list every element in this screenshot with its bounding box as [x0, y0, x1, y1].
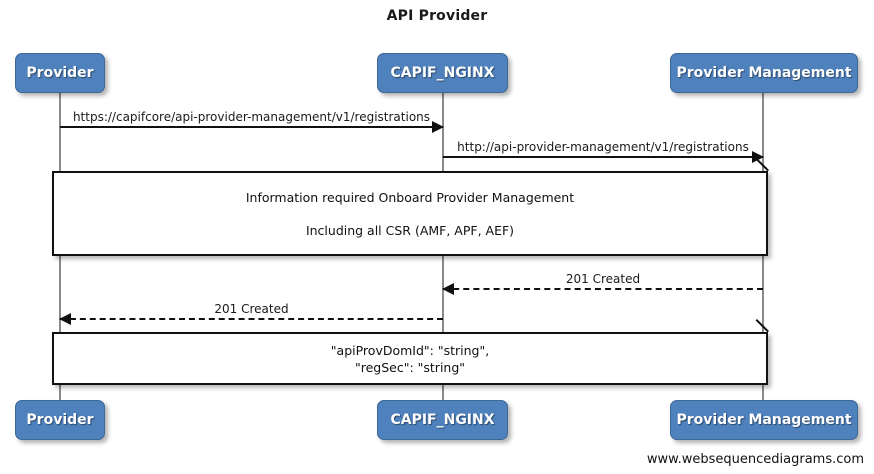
participant-capif-nginx-bottom[interactable]: CAPIF_NGINX [377, 400, 508, 440]
participant-label: Provider Management [676, 412, 852, 428]
note-body: Information required Onboard Provider Ma… [54, 173, 766, 254]
note-line: Including all CSR (AMF, APF, AEF) [305, 222, 515, 238]
participant-label: Provider [26, 65, 94, 81]
note-body: "apiProvDomId": "string", "regSec": "str… [54, 334, 766, 383]
diagram-title: API Provider [386, 8, 488, 24]
message-capif-to-provider-management-registrations[interactable]: http://api-provider-management/v1/regist… [443, 140, 764, 163]
message-line [60, 318, 443, 320]
message-label: 201 Created [214, 302, 289, 316]
note-line: "regSec": "string" [354, 359, 466, 375]
participant-label: Provider [26, 412, 94, 428]
note-onboard-info: Information required Onboard Provider Ma… [52, 157, 769, 256]
message-label: http://api-provider-management/v1/regist… [457, 140, 749, 154]
message-line [60, 126, 443, 128]
participant-provider-management-bottom[interactable]: Provider Management [670, 400, 858, 440]
note-response-payload: "apiProvDomId": "string", "regSec": "str… [52, 318, 769, 385]
note-line: Information required Onboard Provider Ma… [245, 189, 575, 205]
message-provider-to-capif-registrations[interactable]: https://capifcore/api-provider-managemen… [60, 110, 444, 133]
participant-provider-bottom[interactable]: Provider [15, 400, 105, 440]
message-provider-management-to-capif-201[interactable]: 201 Created [442, 272, 763, 295]
participant-label: CAPIF_NGINX [390, 412, 495, 428]
message-line [443, 156, 763, 158]
arrow-head-left-icon [59, 313, 71, 325]
participant-provider-top[interactable]: Provider [15, 53, 105, 93]
message-line [443, 288, 763, 290]
message-label: https://capifcore/api-provider-managemen… [72, 110, 431, 124]
participant-capif-nginx-top[interactable]: CAPIF_NGINX [377, 53, 508, 93]
message-label: 201 Created [565, 272, 641, 286]
message-capif-to-provider-201[interactable]: 201 Created [59, 302, 443, 325]
footer-watermark: www.websequencediagrams.com [646, 452, 864, 467]
participant-label: Provider Management [676, 65, 852, 81]
note-line: "apiProvDomId": "string", [330, 342, 490, 358]
arrow-head-right-icon [432, 121, 444, 133]
participant-provider-management-top[interactable]: Provider Management [670, 53, 858, 93]
arrow-head-left-icon [442, 283, 454, 295]
arrow-head-right-icon [752, 151, 764, 163]
participant-label: CAPIF_NGINX [390, 65, 495, 81]
